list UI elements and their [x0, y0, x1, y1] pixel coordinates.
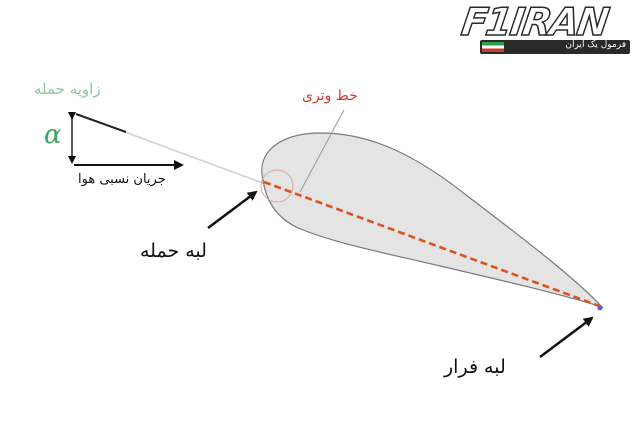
trailing-edge-arrow: [539, 316, 594, 358]
logo-text: F1IRAN: [458, 0, 611, 45]
chord-label-leader: [299, 109, 345, 193]
logo-stripe: [480, 40, 630, 54]
airfoil-shape: [261, 132, 605, 309]
leading-edge-label: لبه حمله: [140, 240, 207, 262]
relative-airflow-label: جریان نسبی هوا: [78, 172, 166, 187]
leading-edge-circle: [260, 169, 294, 203]
chord-line-label: خط وتری: [302, 88, 358, 104]
leading-edge-arrow: [207, 190, 258, 229]
logo-flag-icon: [482, 42, 504, 52]
trailing-edge-label: لبه فرار: [444, 356, 506, 378]
logo-subtitle: فرمول یک ایران: [565, 40, 626, 50]
alpha-symbol: α: [44, 120, 62, 150]
chord-line: [263, 180, 603, 309]
angle-upper-line: [75, 113, 127, 133]
angle-of-attack-label: زاویه حمله: [34, 80, 101, 98]
trailing-edge-tip: [597, 305, 603, 311]
f1iran-logo: F1IRAN فرمول یک ایران: [458, 0, 634, 58]
